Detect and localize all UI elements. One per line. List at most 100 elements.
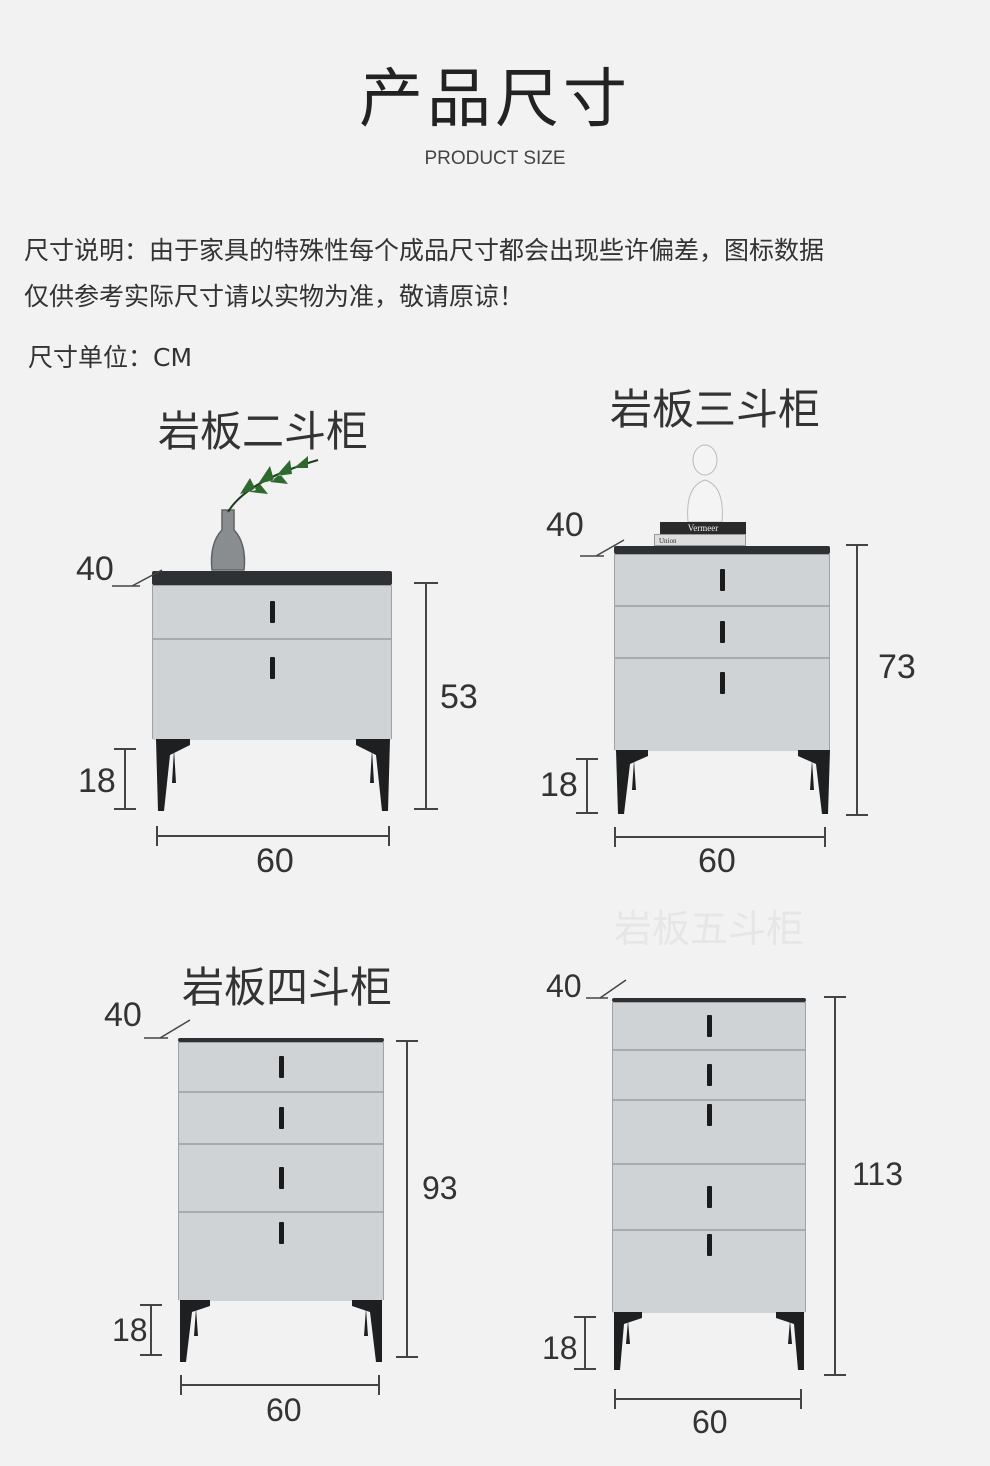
drawer: [179, 1043, 383, 1093]
depth-line: [586, 979, 627, 999]
height-line-cap: [396, 1040, 418, 1042]
width-line-cap: [614, 1389, 616, 1409]
drawer: [179, 1145, 383, 1213]
depth-label: 40: [104, 996, 142, 1034]
cabinet-top-slab: [178, 1038, 384, 1042]
drawer-handle: [720, 672, 725, 694]
drawer-handle: [707, 1015, 712, 1037]
depth-label: 40: [76, 550, 114, 588]
drawer: [613, 1231, 805, 1313]
cabinet-top-slab: [614, 546, 830, 554]
cabinet-legs: [180, 1300, 382, 1362]
cabinet-legs: [614, 1312, 804, 1370]
page-title: 产品尺寸: [359, 63, 631, 137]
width-line-cap: [378, 1375, 380, 1395]
page-subtitle: PRODUCT SIZE: [424, 148, 566, 169]
cabinet-legs: [616, 750, 830, 814]
drawer-handle: [707, 1064, 712, 1086]
leg-height-cap: [114, 808, 136, 810]
cabinet-4-drawer: [178, 1042, 384, 1301]
height-line-cap: [846, 544, 868, 546]
height-line-cap: [414, 582, 438, 584]
drawer-handle: [279, 1167, 284, 1189]
height-line: [834, 996, 836, 1376]
leg-height-line: [150, 1304, 152, 1356]
drawer-handle: [279, 1222, 284, 1244]
leg-height-cap: [140, 1304, 162, 1306]
drawer-handle: [707, 1186, 712, 1208]
height-line-cap: [414, 808, 438, 810]
leg-height-label: 18: [78, 762, 116, 800]
bust-sculpture: [687, 444, 723, 523]
drawer-handle: [707, 1234, 712, 1256]
leg-height-line: [124, 748, 126, 810]
height-line-cap: [396, 1356, 418, 1358]
width-line: [614, 1398, 802, 1400]
depth-line: [580, 539, 625, 557]
cabinet-3-drawer: [614, 554, 830, 751]
drawer-handle: [279, 1107, 284, 1129]
width-line: [180, 1384, 380, 1386]
depth-label: 40: [546, 506, 584, 544]
drawer: [613, 1003, 805, 1051]
drawer: [615, 607, 829, 659]
drawer: [179, 1213, 383, 1301]
drawer-handle: [720, 569, 725, 591]
drawer: [613, 1165, 805, 1231]
width-label: 60: [256, 842, 294, 880]
cabinet-2-drawer: [152, 585, 392, 740]
size-unit-label: 尺寸单位：CM: [28, 343, 193, 372]
cabinet-top-slab: [152, 571, 392, 585]
leg-height-label: 18: [112, 1312, 148, 1348]
leg-height-cap: [576, 812, 598, 814]
product-title-3-drawer: 岩板三斗柜: [610, 385, 821, 434]
drawer: [613, 1051, 805, 1101]
drawer: [615, 555, 829, 607]
drawer-handle: [270, 601, 275, 623]
drawer-handle: [707, 1104, 712, 1126]
product-title-4-drawer: 岩板四斗柜: [182, 963, 393, 1012]
width-label: 60: [266, 1392, 302, 1428]
depth-label: 40: [546, 968, 582, 1004]
drawer: [179, 1093, 383, 1145]
leg-height-line: [586, 758, 588, 814]
width-line: [614, 836, 826, 838]
height-line-cap: [846, 814, 868, 816]
book-bottom: Union: [654, 534, 746, 546]
width-line-cap: [180, 1375, 182, 1395]
leg-height-cap: [114, 748, 136, 750]
size-note-line-1: 尺寸说明：由于家具的特殊性每个成品尺寸都会出现些许偏差，图标数据: [24, 236, 825, 265]
depth-line: [112, 569, 163, 587]
product-title-5-drawer: 岩板五斗柜: [614, 907, 805, 951]
width-line: [156, 835, 390, 837]
cabinet-top-slab: [612, 998, 806, 1002]
product-title-2-drawer: 岩板二斗柜: [158, 407, 369, 456]
width-line-cap: [614, 827, 616, 847]
width-label: 60: [698, 842, 736, 880]
height-label: 93: [422, 1170, 458, 1206]
leg-height-cap: [140, 1354, 162, 1356]
drawer: [153, 586, 391, 640]
height-line-cap: [824, 1374, 846, 1376]
width-line-cap: [800, 1389, 802, 1409]
drawer-handle: [270, 657, 275, 679]
leg-height-label: 18: [540, 766, 578, 804]
height-label: 113: [852, 1156, 904, 1192]
leg-height-cap: [574, 1368, 596, 1370]
height-label: 53: [440, 678, 478, 716]
height-line: [425, 582, 427, 810]
drawer: [153, 640, 391, 740]
leg-height-cap: [576, 758, 598, 760]
height-line: [856, 544, 858, 816]
width-label: 60: [692, 1404, 728, 1440]
cabinet-legs: [156, 739, 390, 811]
leg-height-cap: [574, 1316, 596, 1318]
book-top: Vermeer: [660, 522, 746, 534]
width-line-cap: [824, 827, 826, 847]
height-line: [406, 1040, 408, 1358]
drawer-handle: [279, 1056, 284, 1078]
drawer-handle: [720, 621, 725, 643]
size-note-line-2: 仅供参考实际尺寸请以实物为准，敬请原谅！: [24, 282, 525, 311]
drawer: [613, 1101, 805, 1165]
cabinet-5-drawer: [612, 1002, 806, 1313]
